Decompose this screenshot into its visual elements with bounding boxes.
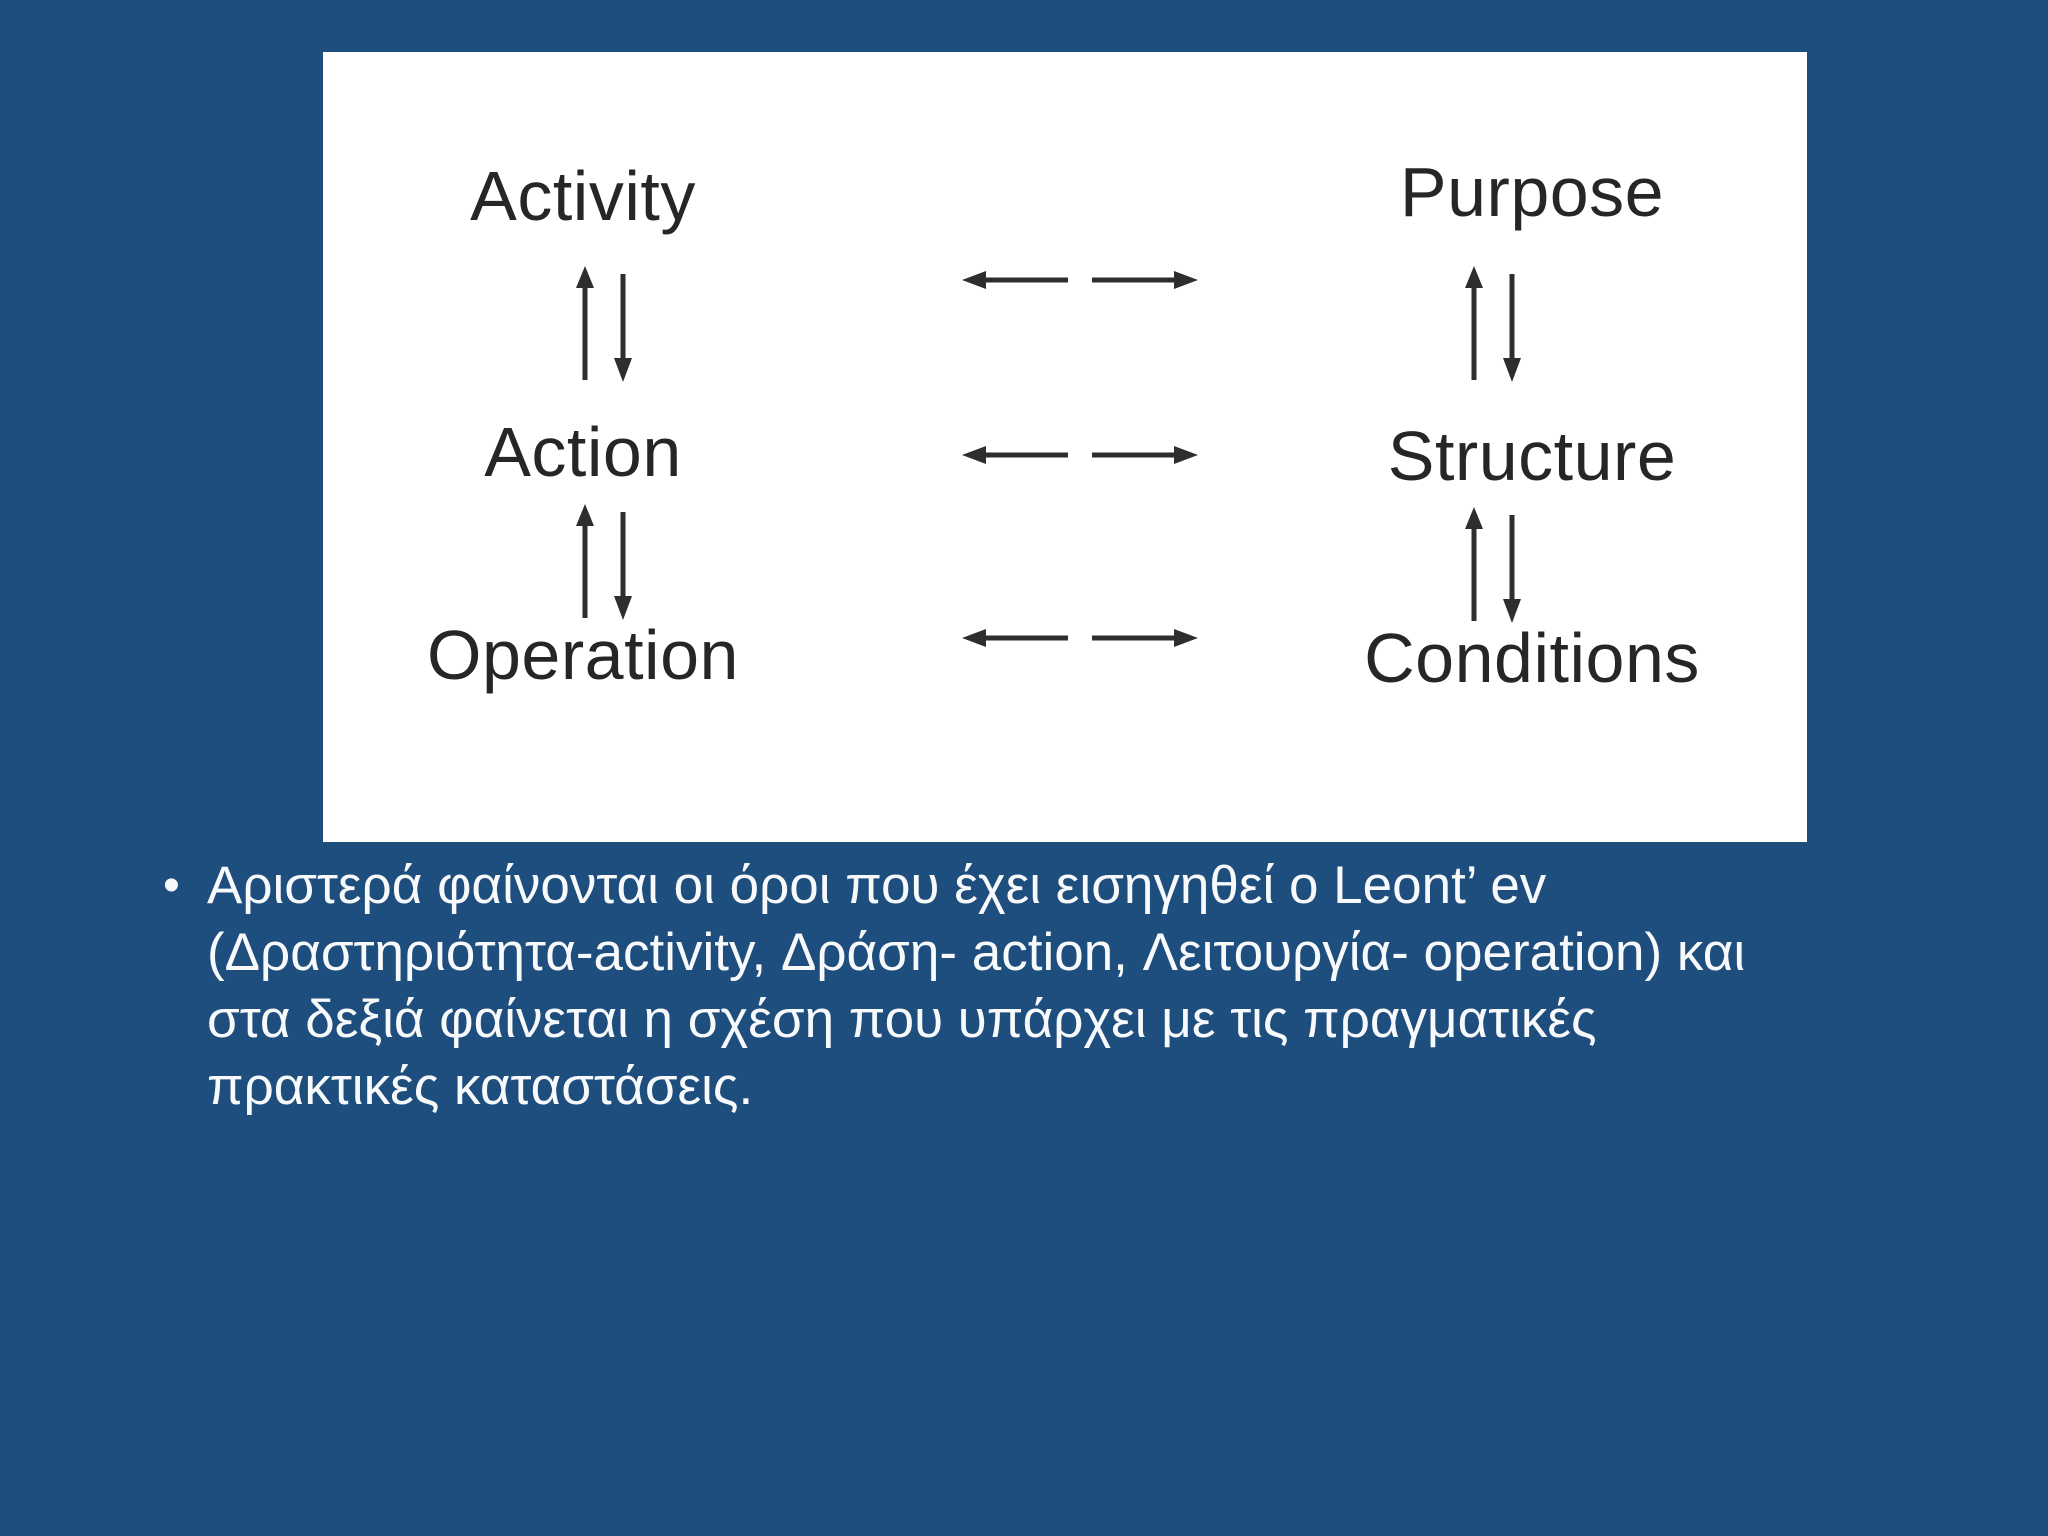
bullet-icon: • xyxy=(163,859,180,912)
diagram-label-action: Action xyxy=(484,413,682,491)
left-right-arrows-icon xyxy=(962,446,1198,464)
diagram-label-structure: Structure xyxy=(1387,417,1677,495)
diagram-label-conditions: Conditions xyxy=(1364,619,1700,697)
up-down-arrows-icon xyxy=(1465,507,1521,623)
up-down-arrows-icon xyxy=(1465,266,1521,382)
up-down-arrows-icon xyxy=(576,266,632,382)
activity-theory-diagram: Activity Action Operation Purpose Struct… xyxy=(323,52,1807,842)
bullet-line: πρακτικές καταστάσεις. xyxy=(207,1057,754,1116)
up-down-arrows-icon xyxy=(576,504,632,620)
bullet-lines: Αριστερά φαίνονται οι όροι που έχει ειση… xyxy=(207,852,1745,1120)
diagram-label-purpose: Purpose xyxy=(1399,153,1665,231)
left-right-arrows-icon xyxy=(962,629,1198,647)
left-right-arrows-icon xyxy=(962,271,1198,289)
diagram-label-operation: Operation xyxy=(427,616,739,694)
bullet-paragraph: • Αριστερά φαίνονται οι όροι που έχει ει… xyxy=(163,852,1745,1120)
bullet-line: στα δεξιά φαίνεται η σχέση που υπάρχει μ… xyxy=(207,990,1597,1049)
bullet-line: (Δραστηριότητα-activity, Δράση- action, … xyxy=(207,923,1746,982)
diagram-label-activity: Activity xyxy=(470,157,696,235)
bullet-line: Αριστερά φαίνονται οι όροι που έχει ειση… xyxy=(207,856,1547,915)
